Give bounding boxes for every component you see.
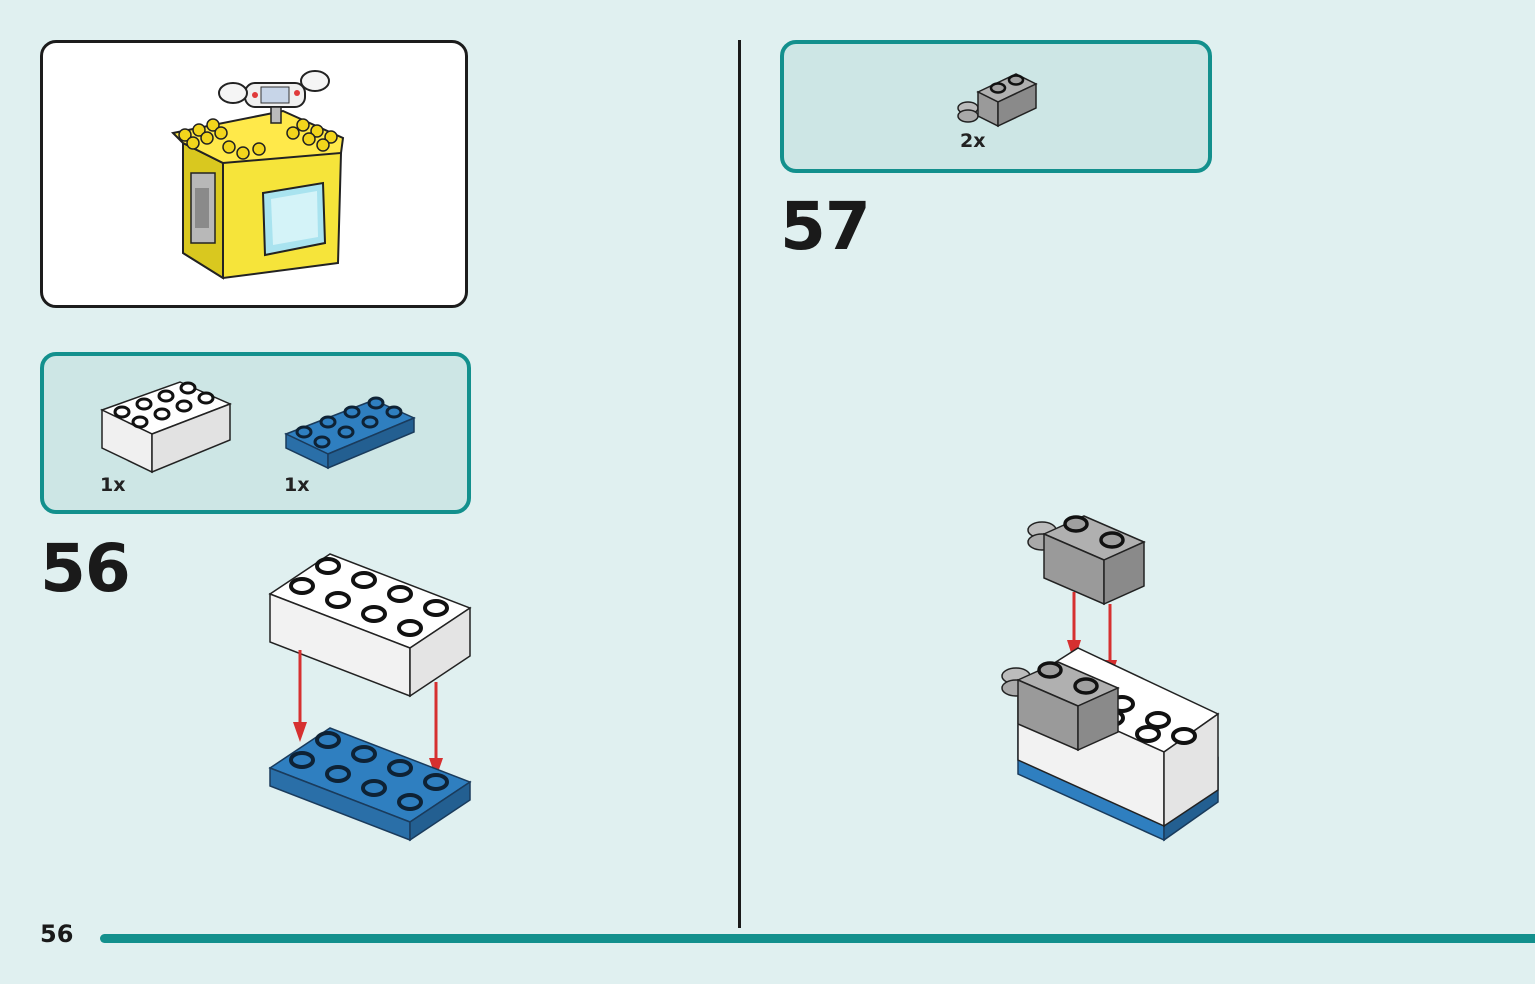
part-quantity: 1x	[100, 474, 126, 496]
model-preview-panel	[40, 40, 468, 308]
step-57-parts-list: 2x	[780, 40, 1212, 173]
step-56-parts-list: 1x 1x	[40, 352, 471, 514]
yellow-kiosk-model-icon	[170, 70, 345, 280]
white-2x4-brick-icon	[100, 381, 232, 474]
page-divider	[738, 40, 741, 928]
part-quantity: 1x	[284, 474, 310, 496]
step-number: 57	[780, 188, 871, 265]
gray-1x2-brick-with-clip-icon	[957, 73, 1038, 128]
blue-2x4-plate-icon	[284, 396, 416, 470]
page-number: 56	[40, 920, 74, 948]
footer-bar	[100, 934, 1535, 943]
step-56-assembly-icon	[268, 553, 472, 842]
part-quantity: 2x	[960, 130, 986, 152]
step-number: 56	[40, 530, 131, 607]
step-57-assembly-icon	[1001, 515, 1220, 842]
